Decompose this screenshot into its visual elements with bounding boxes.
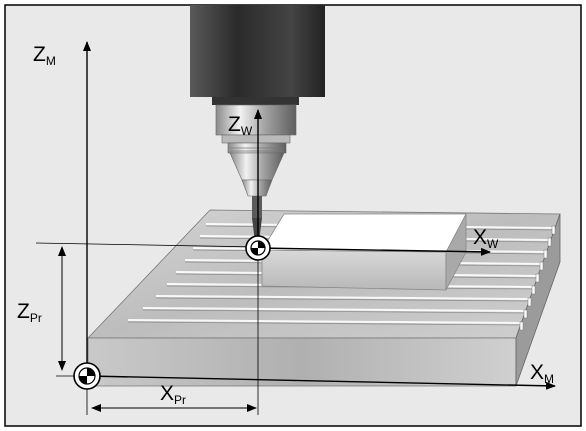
spindle [190,5,325,242]
xm-label: XM [530,361,554,386]
zm-label: ZM [33,43,56,68]
table-slot-ends [519,225,556,331]
xw-axis [257,247,491,256]
workpiece-block [261,213,467,291]
xw-label: XW [473,226,499,251]
zw-label: ZW [228,113,253,138]
zpr-label: ZPr [17,300,42,325]
machine-datum-icon [73,362,101,390]
workpiece-datum-icon [245,235,271,261]
xm-axis [86,375,556,390]
xpr-label: XPr [160,382,186,407]
